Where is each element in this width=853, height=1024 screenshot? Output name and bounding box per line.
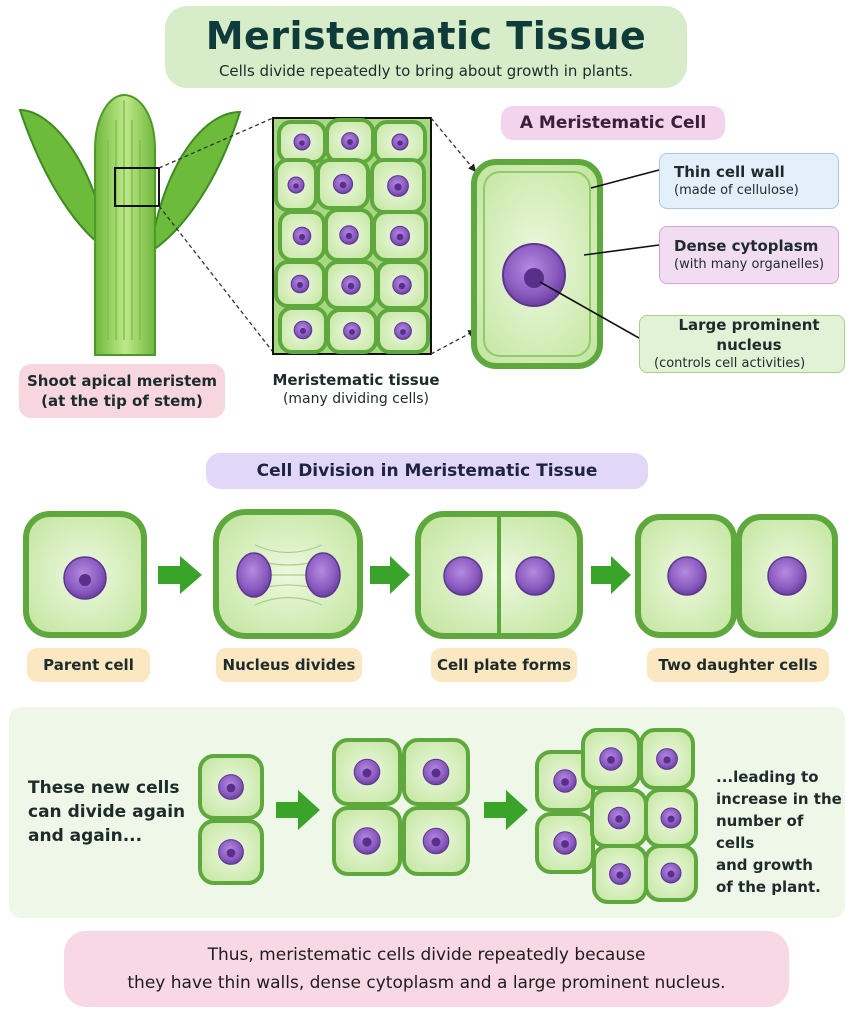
callout-nucleus: Large prominent nucleus (controls cell a… <box>639 315 845 373</box>
callout-cell-wall: Thin cell wall (made of cellulose) <box>659 153 839 209</box>
growth-cell-13 <box>644 844 698 902</box>
callout-wall-sub: (made of cellulose) <box>674 183 799 198</box>
growth-cell-4 <box>332 806 402 876</box>
meristematic-tissue-panel <box>272 117 477 355</box>
growth-right-line4: and growth <box>716 856 813 874</box>
growth-right-line1: ...leading to <box>716 768 819 786</box>
growth-cell-1 <box>198 819 264 885</box>
growth-cell-0 <box>198 754 264 820</box>
callout-cytoplasm-title: Dense cytoplasm <box>674 237 819 255</box>
growth-left-line3: and again... <box>28 826 143 846</box>
tissue-label-line1: Meristematic tissue <box>272 371 440 389</box>
step-label-cell-plate: Cell plate forms <box>431 648 577 682</box>
summary-line1: Thus, meristematic cells divide repeated… <box>207 945 646 965</box>
step-label-daughter-cells: Two daughter cells <box>647 648 829 682</box>
step-label-nucleus-divides: Nucleus divides <box>216 648 362 682</box>
tissue-cell-14 <box>376 308 430 354</box>
callout-cytoplasm-sub: (with many organelles) <box>674 257 825 272</box>
shoot-label-line2: (at the tip of stem) <box>41 392 203 410</box>
tissue-label-line2: (many dividing cells) <box>282 391 430 407</box>
meristematic-cell-heading: A Meristematic Cell <box>501 106 725 140</box>
growth-right-line5: of the plant. <box>716 878 821 896</box>
growth-left-line2: can divide again <box>28 802 186 822</box>
growth-cell-7 <box>581 728 641 790</box>
cell-division-heading: Cell Division in Meristematic Tissue <box>206 453 648 489</box>
shoot-label-line1: Shoot apical meristem <box>26 372 218 390</box>
growth-cell-3 <box>402 738 470 806</box>
growth-right-line2: increase in the <box>716 790 842 808</box>
page-title: Meristematic Tissue <box>205 14 647 58</box>
growth-cell-5 <box>402 806 470 876</box>
growth-cell-12 <box>592 844 648 904</box>
shoot-illustration <box>18 93 274 356</box>
growth-cell-9 <box>535 812 595 874</box>
growth-cell-11 <box>644 788 698 848</box>
step-label-parent: Parent cell <box>27 648 150 682</box>
page-subtitle: Cells divide repeatedly to bring about g… <box>218 62 634 80</box>
callout-nucleus-sub: (controls cell activities) <box>654 356 806 371</box>
growth-cell-8 <box>639 728 695 790</box>
tissue-cell-13 <box>326 308 378 354</box>
growth-left-text: These new cells can divide again and aga… <box>28 776 188 848</box>
shoot-apical-meristem-label: Shoot apical meristem (at the tip of ste… <box>19 364 225 418</box>
growth-cell-2 <box>332 738 402 806</box>
summary-line2: they have thin walls, dense cytoplasm an… <box>127 973 726 993</box>
summary-banner: Thus, meristematic cells divide repeated… <box>64 931 789 1007</box>
growth-left-line1: These new cells <box>28 778 180 798</box>
tissue-cell-7 <box>324 208 374 262</box>
callout-wall-title: Thin cell wall <box>674 163 785 181</box>
growth-right-line3: number of cells <box>716 812 804 852</box>
meristematic-tissue-label: Meristematic tissue (many dividing cells… <box>258 366 454 412</box>
large-meristematic-cell <box>471 159 660 369</box>
division-sequence <box>23 509 838 639</box>
callout-nucleus-title: Large prominent nucleus <box>678 316 820 354</box>
callout-cytoplasm: Dense cytoplasm (with many organelles) <box>659 226 839 284</box>
growth-right-text: ...leading to increase in the number of … <box>716 766 846 898</box>
title-banner: Meristematic Tissue Cells divide repeate… <box>165 6 687 88</box>
tissue-cell-0 <box>277 120 327 164</box>
tissue-cell-4 <box>316 158 370 210</box>
growth-cell-10 <box>590 788 648 848</box>
